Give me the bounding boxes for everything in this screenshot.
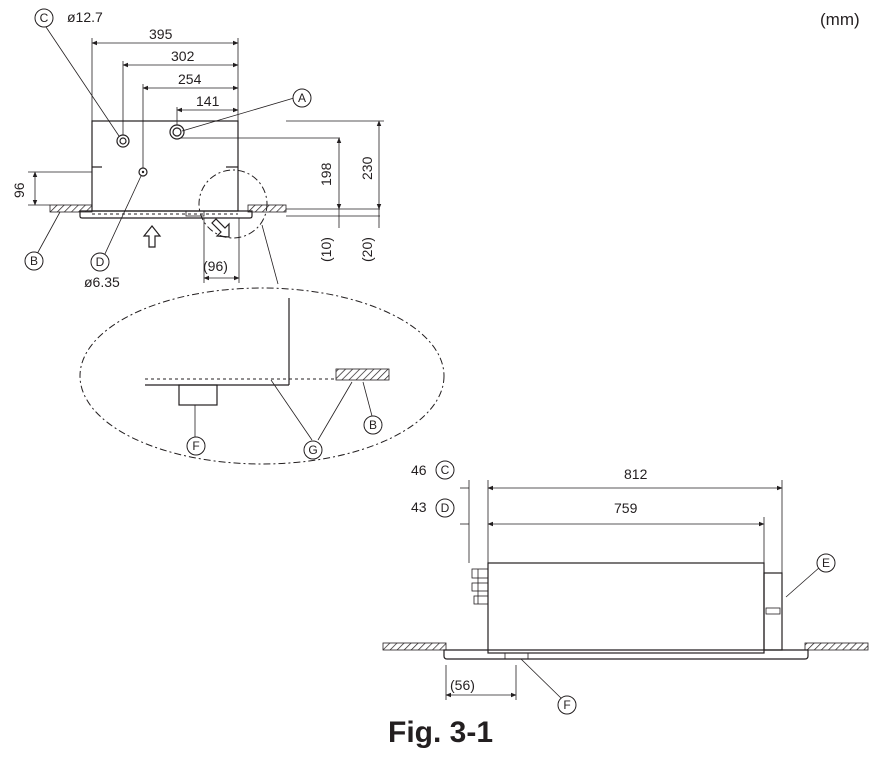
gas-pipe-c xyxy=(116,134,130,148)
svg-text:D: D xyxy=(441,501,450,515)
svg-text:F: F xyxy=(192,439,199,453)
callout-d-top: D xyxy=(90,252,110,272)
indoor-unit-side xyxy=(487,562,765,654)
callout-c-side: C xyxy=(435,460,455,480)
svg-text:B: B xyxy=(30,254,38,268)
svg-text:E: E xyxy=(822,556,830,570)
air-outlet-arrow-icon xyxy=(211,218,230,238)
callout-c-top: C xyxy=(34,8,54,28)
svg-text:C: C xyxy=(40,11,49,25)
dim-56: (56) xyxy=(450,677,475,693)
side-view: 812 759 46 C 43 D (56) E F xyxy=(382,460,869,715)
indoor-unit-body xyxy=(91,120,239,212)
detail-ellipse xyxy=(79,287,445,465)
callout-e-side: E xyxy=(816,553,836,573)
air-inlet-arrow-icon xyxy=(142,225,162,248)
svg-text:C: C xyxy=(441,463,450,477)
drain-socket-detail xyxy=(178,384,218,406)
dim-230: 230 xyxy=(359,156,375,180)
callout-f-side: F xyxy=(557,695,577,715)
ceiling-side-right xyxy=(804,642,869,651)
svg-text:B: B xyxy=(369,418,377,432)
top-view: 395 302 254 141 96 198 (10) 230 (20) (96… xyxy=(11,8,384,290)
drain-socket-side xyxy=(504,652,529,660)
dim-302: 302 xyxy=(171,48,195,64)
dim-20: (20) xyxy=(359,237,375,262)
dim-43: 43 xyxy=(411,499,427,515)
unit-label: (mm) xyxy=(820,10,860,29)
dim-141: 141 xyxy=(196,93,220,109)
pipe-c-diameter: ø12.7 xyxy=(67,9,103,25)
dim-759: 759 xyxy=(614,500,638,516)
ceiling-detail xyxy=(335,368,390,381)
dim-96-paren: (96) xyxy=(203,258,228,274)
callout-g-detail: G xyxy=(303,440,323,460)
drain-pipe-a xyxy=(169,124,185,140)
callout-d-side: D xyxy=(435,498,455,518)
callout-b-detail: B xyxy=(363,415,383,435)
dim-254: 254 xyxy=(178,71,202,87)
dim-10: (10) xyxy=(318,237,334,262)
control-box xyxy=(763,572,783,651)
svg-text:D: D xyxy=(96,255,105,269)
dim-96: 96 xyxy=(11,182,27,198)
svg-text:F: F xyxy=(563,698,570,712)
detail-view: F G B xyxy=(79,287,445,465)
callout-f-detail: F xyxy=(186,436,206,456)
ceiling-side-left xyxy=(382,642,447,651)
drain-socket xyxy=(185,210,205,217)
svg-text:G: G xyxy=(308,443,317,457)
svg-text:A: A xyxy=(298,91,306,105)
dim-198: 198 xyxy=(318,162,334,186)
figure-caption: Fig. 3-1 xyxy=(388,716,493,749)
panel-side xyxy=(443,649,809,660)
dim-46: 46 xyxy=(411,462,427,478)
detail-circle xyxy=(198,169,268,239)
dim-812: 812 xyxy=(624,466,648,482)
bottom-panel xyxy=(79,210,253,219)
pipe-d-diameter: ø6.35 xyxy=(84,274,120,290)
callout-b-top: B xyxy=(24,251,44,271)
dim-395: 395 xyxy=(149,26,173,42)
callout-a-top: A xyxy=(292,88,312,108)
